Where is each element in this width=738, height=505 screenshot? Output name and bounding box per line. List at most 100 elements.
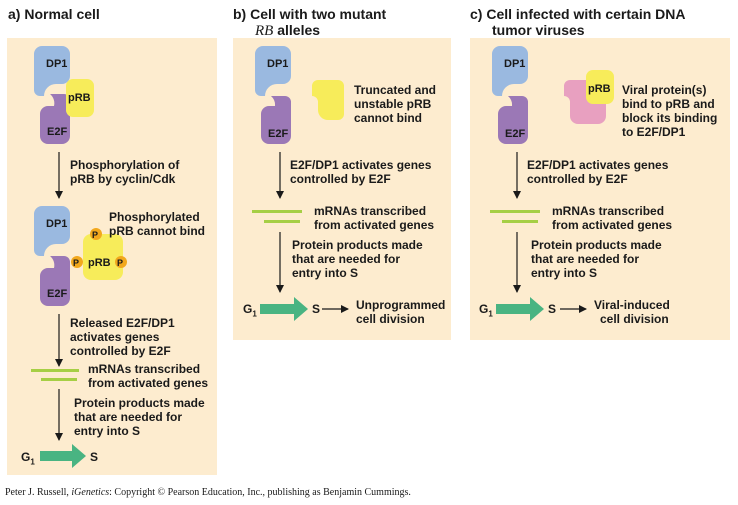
g-letter: G: [243, 302, 253, 316]
footer-book-title: iGenetics: [71, 487, 110, 498]
dp1-label-a1: DP1: [46, 58, 68, 70]
rb-gene-italic: RB: [255, 23, 274, 39]
prb-phosphorylated: [83, 234, 123, 280]
phosphate-right: [115, 256, 127, 268]
text-line: E2F/DP1 activates genes: [290, 158, 432, 172]
s-label-c: S: [548, 302, 557, 316]
text-line: Protein products made: [531, 238, 662, 252]
truncated-prb: [312, 80, 344, 120]
text-line: Protein products made: [292, 238, 423, 252]
released-text: Released E2F/DP1 activates genes control…: [70, 316, 175, 358]
text-line: that are needed for: [292, 252, 401, 266]
text-line: to E2F/DP1: [622, 125, 686, 139]
prb-protein: [586, 70, 614, 104]
e2f-label-a2: E2F: [47, 288, 68, 300]
text-line: controlled by E2F: [527, 172, 628, 186]
text-line: mRNAs transcribed: [314, 204, 427, 218]
truncated-text: Truncated and unstable pRB cannot bind: [354, 83, 436, 125]
e2f-protein: [40, 94, 70, 144]
dp1-protein: [34, 46, 70, 96]
phosphate-top: [90, 228, 102, 240]
text-line: from activated genes: [88, 376, 209, 390]
g1-to-s-arrow-b: [260, 297, 308, 321]
mrna-bar-a2: [41, 378, 77, 381]
g-letter: G: [21, 450, 31, 464]
activates-text-b: E2F/DP1 activates genes controlled by E2…: [290, 158, 431, 186]
g-letter: G: [479, 302, 489, 316]
outcome-text-b: Unprogrammed cell division: [356, 298, 445, 326]
prb-label-c: pRB: [588, 83, 611, 95]
text-line: controlled by E2F: [290, 172, 391, 186]
complex-a-top: [34, 46, 94, 144]
dp1-label-c: DP1: [504, 58, 526, 70]
dp1-protein: [492, 46, 528, 96]
phosphate-top-label: P: [92, 230, 99, 240]
text-line: bind to pRB and: [622, 97, 715, 111]
panel-c-heading-line1: c) Cell infected with certain DNA: [470, 6, 686, 22]
complex-a-released: [34, 206, 127, 306]
step-phosphorylation: Phosphorylation of pRB by cyclin/Cdk: [70, 158, 179, 186]
text-line: mRNAs transcribed: [552, 204, 665, 218]
complex-b: [255, 46, 344, 144]
phosphate-left: [71, 256, 83, 268]
text-line: controlled by E2F: [70, 344, 171, 358]
mrna-bar-b2: [264, 220, 300, 223]
e2f-protein: [40, 256, 70, 306]
protein-text-b: Protein products made that are needed fo…: [292, 238, 423, 280]
prb-label-a2: pRB: [88, 257, 111, 269]
e2f-protein: [261, 96, 291, 144]
text-line: that are needed for: [74, 410, 183, 424]
g-subscript: 1: [30, 457, 35, 467]
phosphate-left-label: P: [73, 258, 80, 268]
text-line: entry into S: [292, 266, 359, 280]
dp1-label-a2: DP1: [46, 218, 68, 230]
text-line: that are needed for: [531, 252, 640, 266]
s-label-a: S: [90, 450, 99, 464]
prb-protein: [66, 79, 94, 117]
g1-label-c: G1: [479, 302, 493, 321]
g1-to-s-arrow-c: [496, 297, 544, 321]
mrna-bar-c1: [490, 210, 540, 213]
e2f-label-c: E2F: [505, 128, 526, 140]
phosphate-right-label: P: [117, 258, 124, 268]
text-line: pRB cannot bind: [109, 224, 205, 238]
text-line: block its binding: [622, 111, 718, 125]
text-line: entry into S: [531, 266, 598, 280]
outcome-text-c: Viral-induced cell division: [594, 298, 670, 326]
panel-c-heading-line2: tumor viruses: [492, 22, 585, 38]
text-line: unstable pRB: [354, 97, 432, 111]
prb-label-a1: pRB: [68, 92, 91, 104]
g1-label-a: G1: [21, 450, 35, 469]
dp1-label-b: DP1: [267, 58, 289, 70]
text-line: cannot bind: [354, 111, 422, 125]
text-line: Phosphorylated: [109, 210, 200, 224]
protein-text-c: Protein products made that are needed fo…: [531, 238, 662, 280]
panel-c-heading: c) Cell infected with certain DNA tumor …: [470, 6, 685, 38]
e2f-label-b: E2F: [268, 128, 289, 140]
text-line: Protein products made: [74, 396, 205, 410]
text-line: Unprogrammed: [356, 298, 446, 312]
mrna-text-a: mRNAs transcribed from activated genes: [88, 362, 208, 390]
mrna-text-b: mRNAs transcribed from activated genes: [314, 204, 434, 232]
s-label-b: S: [312, 302, 321, 316]
phosphorylated-label: Phosphorylated pRB cannot bind: [109, 210, 205, 238]
text-line: Viral protein(s): [622, 83, 707, 97]
g-subscript: 1: [488, 309, 493, 319]
mrna-bar-c2: [502, 220, 538, 223]
mrna-text-c: mRNAs transcribed from activated genes: [552, 204, 672, 232]
viral-text: Viral protein(s) bind to pRB and block i…: [622, 83, 717, 139]
dp1-protein: [34, 206, 70, 256]
complex-c: [492, 46, 614, 144]
text-line: Released E2F/DP1: [70, 316, 175, 330]
mrna-bar-a1: [31, 369, 79, 372]
panel-a-heading: a) Normal cell: [8, 6, 100, 22]
text-line: Truncated and: [354, 83, 437, 97]
protein-text-a: Protein products made that are needed fo…: [74, 396, 205, 438]
text-line: entry into S: [74, 424, 141, 438]
text-line: cell division: [600, 312, 669, 326]
text-line: pRB by cyclin/Cdk: [70, 172, 176, 186]
text-line: from activated genes: [552, 218, 673, 232]
footer-author: Peter J. Russell,: [5, 487, 72, 498]
dp1-protein: [255, 46, 291, 96]
e2f-label-a1: E2F: [47, 126, 68, 138]
